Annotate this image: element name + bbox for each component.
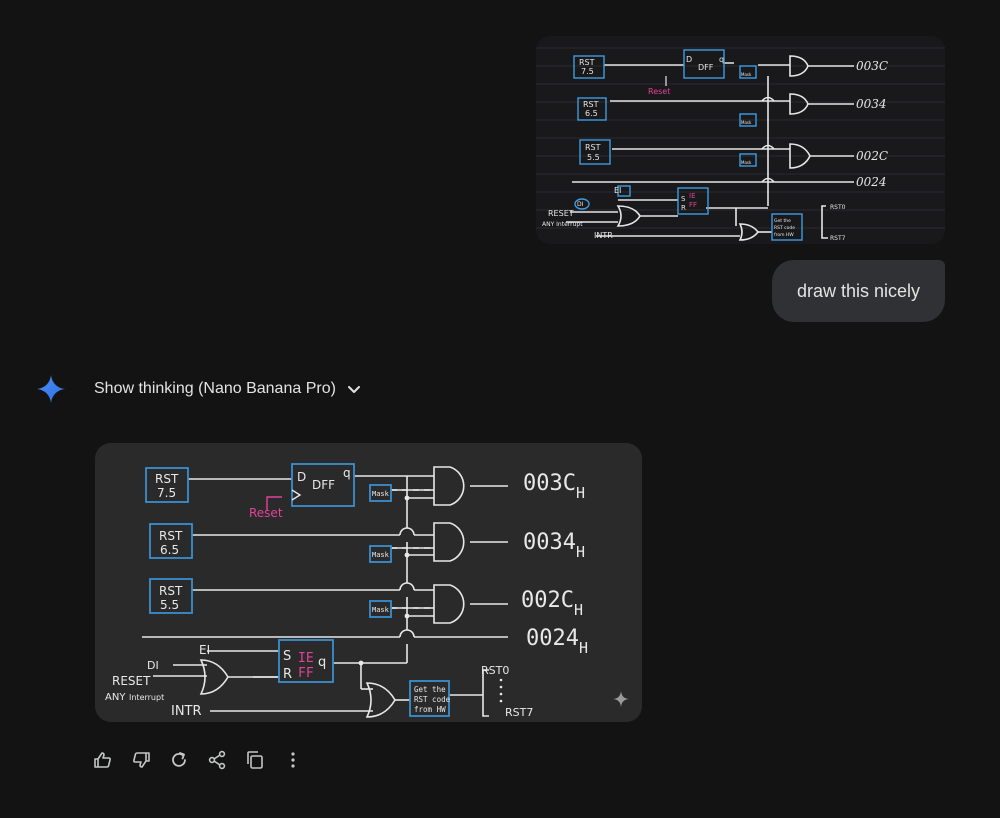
dff-label: DFF xyxy=(312,478,335,492)
thumbs-up-button[interactable] xyxy=(92,747,114,773)
sketch-mask-3: Mask xyxy=(741,160,752,165)
sketch-r: R xyxy=(681,204,686,212)
output-002c: 002CH xyxy=(521,588,583,619)
gemini-spark-icon xyxy=(37,375,65,403)
sketch-rst0: RST0 xyxy=(830,204,846,211)
dff-q-label: q xyxy=(343,466,351,480)
copy-icon xyxy=(247,751,263,769)
output-0024: 0024H xyxy=(526,626,588,657)
sketch-rst7: RST7 xyxy=(830,235,846,242)
sketch-mask-1: Mask xyxy=(741,72,752,77)
sketch-ie: IE xyxy=(689,192,696,200)
ff-q-label: q xyxy=(318,655,326,670)
generated-diagram-image[interactable]: RST 7.5 RST 6.5 RST 5.5 D DFF q S R q EI… xyxy=(95,443,642,722)
sketch-mask-2: Mask xyxy=(741,120,752,125)
sketch-di: DI xyxy=(577,201,584,208)
reset-input-label: RESET xyxy=(112,674,151,688)
thumbs-down-icon xyxy=(133,752,150,768)
sketch-s: S xyxy=(681,195,686,203)
intr-label: INTR xyxy=(171,704,202,719)
share-button[interactable] xyxy=(206,747,228,773)
sketch-get-code-3: from HW xyxy=(774,232,794,238)
sketch-get-code-2: RST code xyxy=(774,225,795,231)
di-label: DI xyxy=(147,659,159,672)
sketch-rst55-line2: 5.5 xyxy=(587,153,600,162)
ie-label: IE xyxy=(298,651,314,666)
sketch-dff-d: D xyxy=(686,55,692,64)
mask-label-2: Mask xyxy=(372,551,390,559)
sketch-svg: RST 7.5 RST 6.5 RST 5.5 D DFF q S R IE F… xyxy=(536,36,945,244)
more-icon xyxy=(291,752,295,768)
sketch-get-code-1: Get the xyxy=(774,218,791,224)
get-code-line3: from HW xyxy=(414,705,446,714)
sketch-out1: 003C xyxy=(856,59,888,73)
sketch-rst55-line1: RST xyxy=(585,143,601,152)
rst7-label: RST7 xyxy=(505,706,533,719)
sketch-rst75-line2: 7.5 xyxy=(581,67,594,76)
sketch-out3: 002C xyxy=(856,149,888,163)
thumbs-down-button[interactable] xyxy=(130,747,152,773)
show-thinking-toggle[interactable]: Show thinking (Nano Banana Pro) xyxy=(94,378,362,400)
rst75-line2: 7.5 xyxy=(157,486,176,500)
thumbs-up-icon xyxy=(94,752,111,768)
sketch-intr: INTR xyxy=(594,231,613,240)
output-003c: 003CH xyxy=(523,471,585,502)
rst55-line1: RST xyxy=(159,584,183,598)
share-icon xyxy=(208,750,226,770)
rst55-line2: 5.5 xyxy=(160,598,179,612)
sketch-rst65-line2: 6.5 xyxy=(585,109,598,118)
sketch-reset-in: RESET xyxy=(548,209,574,218)
copy-button[interactable] xyxy=(244,747,266,773)
sketch-any-interrupt: ANY Interrupt xyxy=(542,221,583,228)
rst65-line2: 6.5 xyxy=(160,543,179,557)
reset-pink-label: Reset xyxy=(249,506,283,520)
sketch-dff-q: q xyxy=(719,55,724,64)
sketch-ff: FF xyxy=(689,201,697,209)
mask-label-1: Mask xyxy=(372,490,390,498)
chevron-down-icon xyxy=(347,386,360,393)
dff-d-label: D xyxy=(297,470,306,484)
ff-s-label: S xyxy=(283,649,291,664)
redo-button[interactable] xyxy=(168,747,190,773)
user-message-bubble: draw this nicely xyxy=(772,260,945,322)
watermark-spark-icon xyxy=(613,691,629,707)
sketch-out2: 0034 xyxy=(856,97,887,111)
sketch-reset: Reset xyxy=(648,87,670,96)
any-label: ANY xyxy=(105,692,126,703)
response-action-bar xyxy=(92,746,304,774)
sketch-ei: EI xyxy=(614,186,621,195)
diagram-svg: RST 7.5 RST 6.5 RST 5.5 D DFF q S R q EI… xyxy=(95,443,642,722)
ff-r-label: R xyxy=(283,667,292,682)
interrupt-label: Interrupt xyxy=(129,693,164,702)
sketch-dff-label: DFF xyxy=(698,63,714,72)
user-sketch-image[interactable]: RST 7.5 RST 6.5 RST 5.5 D DFF q S R IE F… xyxy=(536,36,945,244)
ff-label: FF xyxy=(298,666,314,681)
more-options-button[interactable] xyxy=(282,747,304,773)
redo-icon xyxy=(172,752,186,767)
rst75-line1: RST xyxy=(155,472,179,486)
get-code-line1: Get the xyxy=(414,685,446,694)
rst0-label: RST0 xyxy=(481,664,509,677)
user-message-text: draw this nicely xyxy=(796,280,921,301)
sketch-out4: 0024 xyxy=(856,175,887,189)
ei-label: EI xyxy=(199,643,210,657)
get-code-line2: RST code xyxy=(414,695,451,704)
output-0034: 0034H xyxy=(523,530,585,561)
mask-label-3: Mask xyxy=(372,606,390,614)
show-thinking-label: Show thinking (Nano Banana Pro) xyxy=(94,380,336,397)
sketch-rst75-line1: RST xyxy=(579,58,595,67)
sketch-rst65-line1: RST xyxy=(583,100,599,109)
rst65-line1: RST xyxy=(159,529,183,543)
